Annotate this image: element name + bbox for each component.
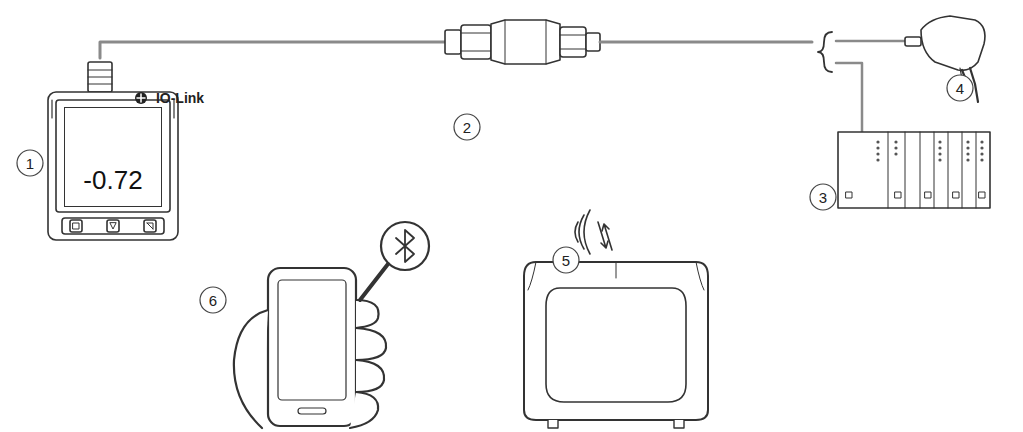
button — [107, 220, 119, 232]
cable — [100, 42, 445, 58]
cable — [600, 41, 812, 44]
plc-rack — [838, 132, 990, 208]
led — [938, 152, 941, 155]
callout-number: 2 — [463, 119, 471, 136]
callout-circle — [17, 75, 973, 313]
led — [876, 158, 879, 161]
callout-number: 3 — [819, 189, 827, 206]
display-screen: -0.72 — [64, 107, 162, 207]
display-value: -0.72 — [83, 165, 142, 196]
wireless-gateway — [524, 262, 708, 428]
cable — [836, 63, 862, 132]
led — [876, 146, 879, 149]
phone-in-hand — [234, 268, 386, 428]
display-bezel — [56, 100, 170, 212]
power-plug — [905, 16, 985, 102]
io-link-logo — [135, 92, 147, 104]
led — [876, 152, 879, 155]
radio-waves — [575, 210, 612, 254]
cable — [836, 40, 905, 43]
connector — [88, 62, 112, 92]
callout-number: 4 — [956, 80, 964, 97]
brace — [818, 32, 832, 72]
led — [938, 158, 941, 161]
button — [70, 220, 82, 232]
callout-number: 5 — [562, 252, 570, 269]
display-housing — [48, 92, 178, 240]
led — [894, 140, 897, 143]
led — [980, 152, 983, 155]
led — [894, 146, 897, 149]
led — [938, 140, 941, 143]
callout-number: 6 — [209, 292, 217, 309]
bluetooth-search — [360, 222, 429, 300]
callout-number: 1 — [26, 155, 34, 172]
adapter — [445, 20, 600, 64]
led — [966, 152, 969, 155]
led — [966, 158, 969, 161]
led — [876, 140, 879, 143]
led — [966, 146, 969, 149]
led — [980, 158, 983, 161]
led — [980, 140, 983, 143]
button-strip — [62, 218, 164, 234]
led — [894, 152, 897, 155]
led — [966, 140, 969, 143]
led — [980, 146, 983, 149]
io-link-logo-text: IO-Link — [156, 90, 204, 106]
led — [938, 146, 941, 149]
